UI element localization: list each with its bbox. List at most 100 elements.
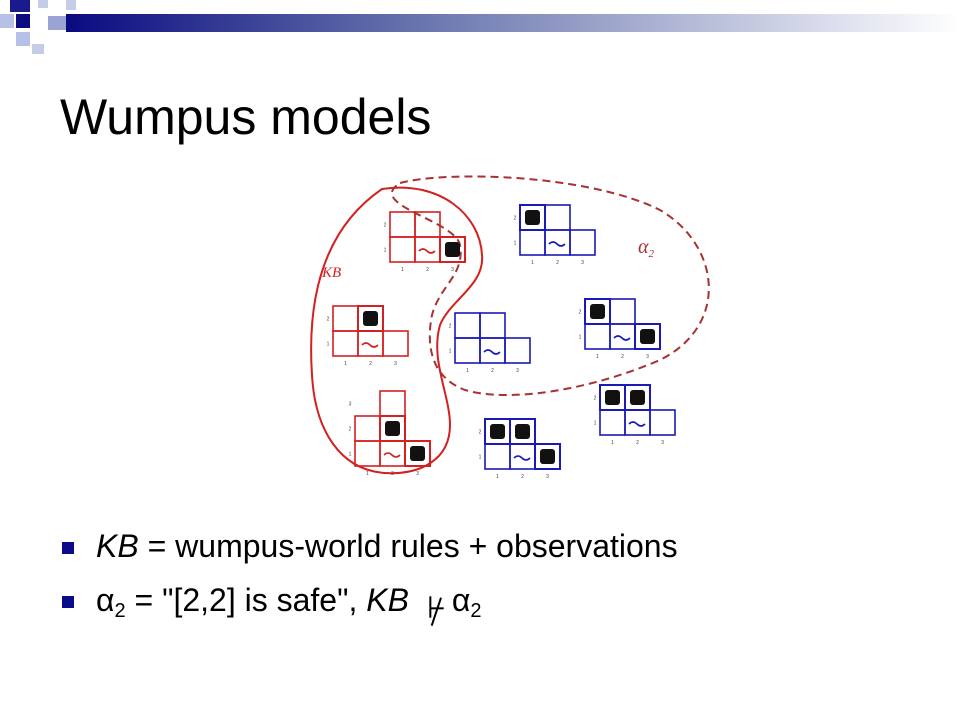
grid-cell — [609, 298, 636, 325]
kb-label: KB — [321, 265, 341, 281]
breeze-icon — [483, 349, 501, 355]
grid-cell — [439, 236, 466, 263]
deco-square — [16, 32, 30, 46]
grid-cell — [454, 337, 481, 364]
not-entails-symbol — [429, 596, 444, 626]
grid-cell — [479, 312, 506, 339]
bullet-marker — [62, 596, 74, 608]
alpha-subscript: 2 — [114, 600, 126, 622]
grid-tick-label: 3 — [516, 368, 519, 374]
grid-tick-label: 1 — [449, 349, 452, 355]
grid-cell — [332, 305, 359, 332]
grid-tick-label: 2 — [621, 354, 624, 360]
grid-cell — [634, 323, 661, 350]
pit-icon — [525, 210, 540, 225]
grid-cell — [519, 229, 546, 256]
grid-tick-label: 1 — [384, 248, 387, 254]
grid-cell — [354, 415, 381, 442]
deco-square — [38, 0, 48, 8]
grid-tick-label: 1 — [401, 267, 404, 273]
pit-icon — [445, 242, 460, 257]
grid-cell — [389, 211, 416, 238]
grid-cell — [357, 330, 384, 357]
grid-tick-label: 2 — [391, 471, 394, 477]
grid-tick-label: 1 — [496, 474, 499, 480]
grid-tick-label: 1 — [466, 368, 469, 374]
breeze-icon — [361, 342, 379, 348]
grid-tick-label: 3 — [581, 260, 584, 266]
deco-square — [0, 14, 14, 28]
corner-decoration — [0, 0, 960, 54]
alpha-symbol: α — [451, 582, 471, 618]
grid-tick-label: 3 — [546, 474, 549, 480]
bullet-text: = "[2,2] is safe", — [125, 582, 367, 618]
grid-cell — [504, 337, 531, 364]
grid-tick-label: 2 — [449, 324, 452, 330]
bullet-text: = wumpus-world rules + observations — [138, 528, 678, 564]
grid-tick-label: 3 — [661, 440, 664, 446]
grid-tick-label: 3 — [349, 402, 352, 408]
grid-tick-label: 3 — [416, 471, 419, 477]
grid-cell — [382, 330, 409, 357]
grid-cell — [509, 443, 536, 470]
breeze-icon — [548, 241, 566, 247]
grid-tick-label: 1 — [366, 471, 369, 477]
world-model: 1 2 3 1 2 — [479, 418, 561, 480]
deco-square — [10, 0, 30, 12]
grid-cell — [599, 409, 626, 436]
grid-cell — [332, 330, 359, 357]
breeze-icon — [613, 335, 631, 341]
grid-tick-label: 2 — [579, 310, 582, 316]
grid-cell — [584, 323, 611, 350]
breeze-icon — [628, 421, 646, 427]
alpha-subscript: 2 — [470, 600, 482, 622]
pit-icon — [605, 390, 620, 405]
grid-tick-label: 2 — [369, 361, 372, 367]
pit-icon — [630, 390, 645, 405]
grid-tick-label: 2 — [479, 430, 482, 436]
pit-icon — [385, 421, 400, 436]
alpha2-label: α2 — [638, 236, 655, 260]
breeze-icon — [418, 248, 436, 254]
grid-tick-label: 2 — [349, 427, 352, 433]
deco-square — [48, 16, 66, 30]
grid-cell — [624, 409, 651, 436]
deco-square — [16, 14, 30, 28]
grid-cell — [379, 440, 406, 467]
grid-tick-label: 1 — [579, 335, 582, 341]
world-model: 1 2 3 1 2 — [449, 312, 531, 374]
grid-tick-label: 2 — [636, 440, 639, 446]
kb-region — [310, 186, 484, 475]
grid-tick-label: 2 — [384, 223, 387, 229]
grid-cell — [544, 204, 571, 231]
grid-cell — [609, 323, 636, 350]
grid-cell — [544, 229, 571, 256]
grid-tick-label: 1 — [596, 354, 599, 360]
grid-tick-label: 1 — [611, 440, 614, 446]
grid-tick-label: 2 — [521, 474, 524, 480]
pit-icon — [640, 329, 655, 344]
grid-cell — [379, 390, 406, 417]
pit-icon — [490, 424, 505, 439]
bullet-marker — [62, 542, 74, 554]
grid-cell — [404, 440, 431, 467]
grid-tick-label: 1 — [594, 421, 597, 427]
pit-icon — [515, 424, 530, 439]
grid-tick-label: 1 — [349, 452, 352, 458]
grid-tick-label: 2 — [594, 396, 597, 402]
grid-tick-label: 1 — [344, 361, 347, 367]
grid-tick-label: 2 — [491, 368, 494, 374]
grid-tick-label: 2 — [514, 216, 517, 222]
pit-icon — [540, 449, 555, 464]
grid-cell — [479, 337, 506, 364]
alpha-symbol: α — [96, 582, 115, 618]
pit-icon — [363, 311, 378, 326]
grid-tick-label: 2 — [556, 260, 559, 266]
grid-tick-label: 1 — [479, 455, 482, 461]
alpha2-region — [390, 175, 710, 397]
grid-tick-label: 1 — [531, 260, 534, 266]
